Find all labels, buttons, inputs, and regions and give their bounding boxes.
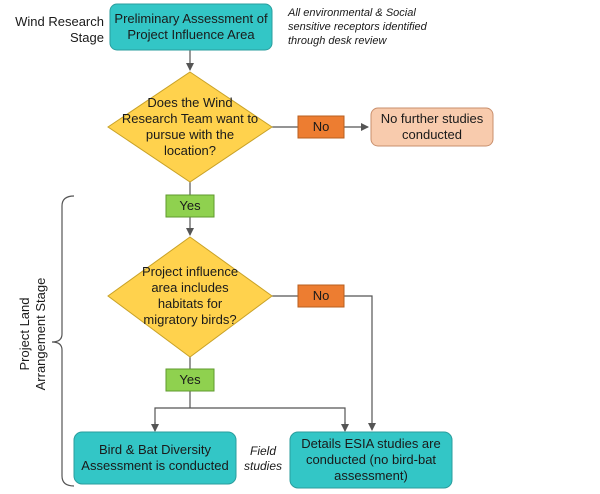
no-further-studies-text: No further studies conducted — [380, 111, 484, 142]
preliminary-assessment-text: Preliminary Assessment of Project Influe… — [114, 11, 268, 42]
stage-bracket — [51, 195, 75, 487]
bird-bat-assessment-text: Bird & Bat Diversity Assessment is condu… — [81, 442, 229, 473]
decision-habitat-text: Project influence area includes habitats… — [141, 264, 239, 327]
no-label-1: No — [312, 119, 330, 134]
decision-pursue-diamond — [107, 71, 273, 183]
no-badge-1 — [297, 115, 345, 139]
yes-label-1: Yes — [179, 198, 201, 213]
yes-badge-1 — [165, 194, 215, 218]
no-badge-2 — [297, 284, 345, 308]
yes-badge-2 — [165, 368, 215, 392]
no-further-studies-box — [370, 107, 494, 147]
preliminary-assessment-box — [109, 3, 273, 51]
field-studies-note: Field studies — [243, 444, 283, 473]
decision-habitat-diamond — [107, 236, 273, 358]
details-esia-box — [289, 431, 453, 489]
line-split-branch — [154, 407, 346, 430]
details-esia-text: Details ESIA studies are conducted (no b… — [301, 436, 441, 483]
decision-pursue-text: Does the Wind Research Team want to purs… — [121, 95, 259, 158]
bird-bat-assessment-box — [73, 431, 237, 485]
no-label-2: No — [312, 288, 330, 303]
yes-label-2: Yes — [179, 372, 201, 387]
wind-research-stage-label: Wind Research Stage — [15, 14, 104, 45]
project-land-stage-label: Project Land Arrangement Stage — [17, 277, 48, 391]
arrow-habitat-no-to-esia — [272, 295, 376, 431]
desk-review-note: All environmental & Social sensitive rec… — [288, 7, 427, 47]
